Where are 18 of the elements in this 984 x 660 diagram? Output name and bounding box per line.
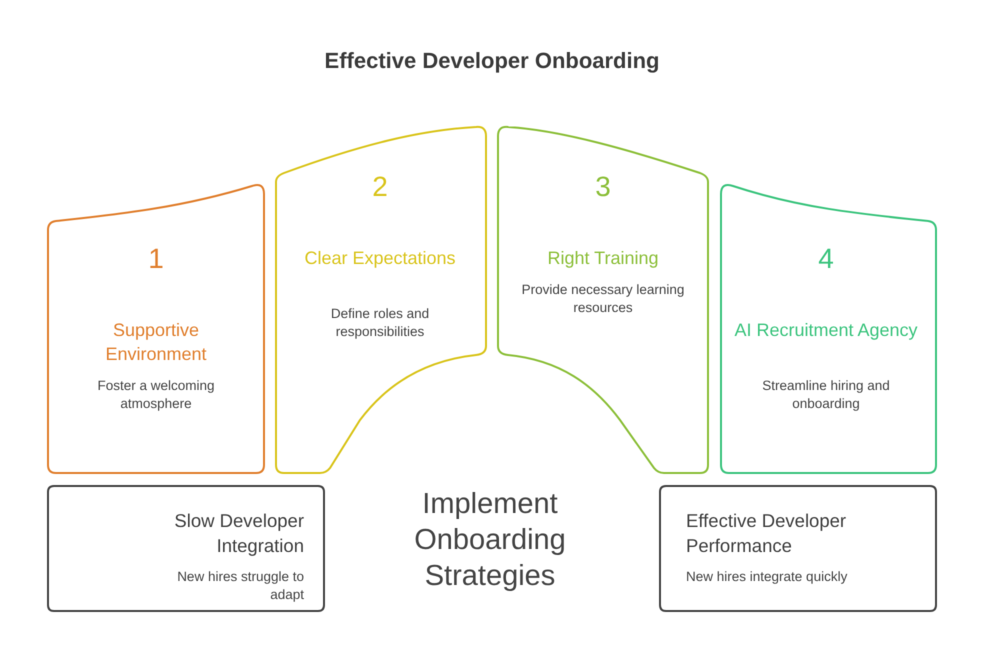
center-statement: Implement Onboarding Strategies — [413, 487, 567, 594]
step-heading: AI Recruitment Agency — [733, 319, 919, 342]
step-number: 1 — [147, 242, 165, 276]
outcome-heading: Slow Developer Integration — [173, 509, 304, 558]
step-heading: Right Training — [546, 247, 660, 270]
step-description: Streamline hiring and onboarding — [761, 377, 891, 414]
diagram-title: Effective Developer Onboarding — [324, 48, 660, 74]
outcome-heading: Effective Developer Performance — [686, 509, 848, 558]
outcome-description: New hires struggle to adapt — [176, 568, 304, 604]
step-description: Define roles and responsibilities — [330, 305, 430, 342]
step-number: 3 — [594, 170, 612, 204]
step-heading: Supportive Environment — [104, 319, 208, 366]
step-description: Provide necessary learning resources — [520, 281, 686, 318]
step-number: 2 — [371, 170, 389, 204]
step-heading: Clear Expectations — [303, 247, 457, 270]
step-number: 4 — [817, 242, 835, 276]
step-description: Foster a welcoming atmosphere — [96, 377, 216, 414]
outcome-description: New hires integrate quickly — [686, 568, 848, 586]
